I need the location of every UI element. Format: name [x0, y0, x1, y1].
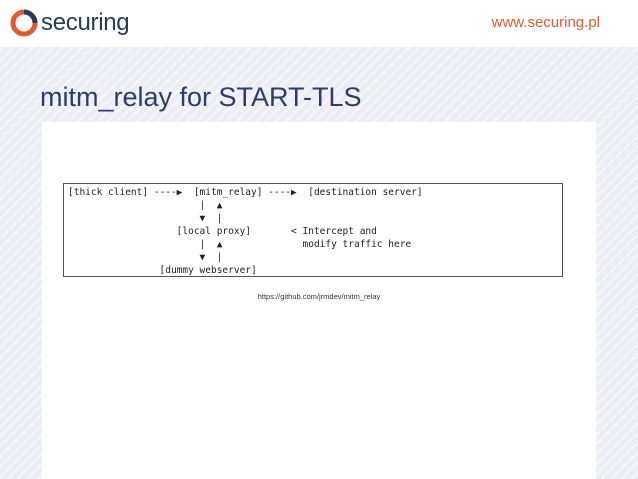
diagram-line: ▼ | — [68, 213, 223, 224]
diagram-line: [thick client] ----▶ [mitm_relay] ----▶ … — [68, 187, 423, 198]
top-header-bar: securing www.securing.pl — [0, 0, 638, 47]
slide-title: mitm_relay for START-TLS — [40, 82, 362, 112]
diagram-line: ▼ | — [68, 252, 223, 263]
relay-flow-diagram: [thick client] ----▶ [mitm_relay] ----▶ … — [63, 183, 563, 277]
website-link[interactable]: www.securing.pl — [491, 14, 600, 31]
brand-name: securing — [41, 9, 130, 36]
diagram-line: [local proxy] < Intercept and — [68, 226, 377, 237]
securing-logo[interactable]: securing — [10, 8, 130, 38]
diagram-line: | ▲ — [68, 200, 223, 211]
diagram-line: [dummy webserver] — [68, 265, 257, 276]
diagram-text: [thick client] ----▶ [mitm_relay] ----▶ … — [68, 186, 423, 277]
securing-logo-icon — [10, 9, 38, 37]
source-url-link[interactable]: https://github.com/jrmdev/mitm_relay — [257, 292, 381, 301]
slide-content-panel: [thick client] ----▶ [mitm_relay] ----▶ … — [42, 122, 596, 479]
diagram-line: | ▲ modify traffic here — [68, 239, 412, 250]
